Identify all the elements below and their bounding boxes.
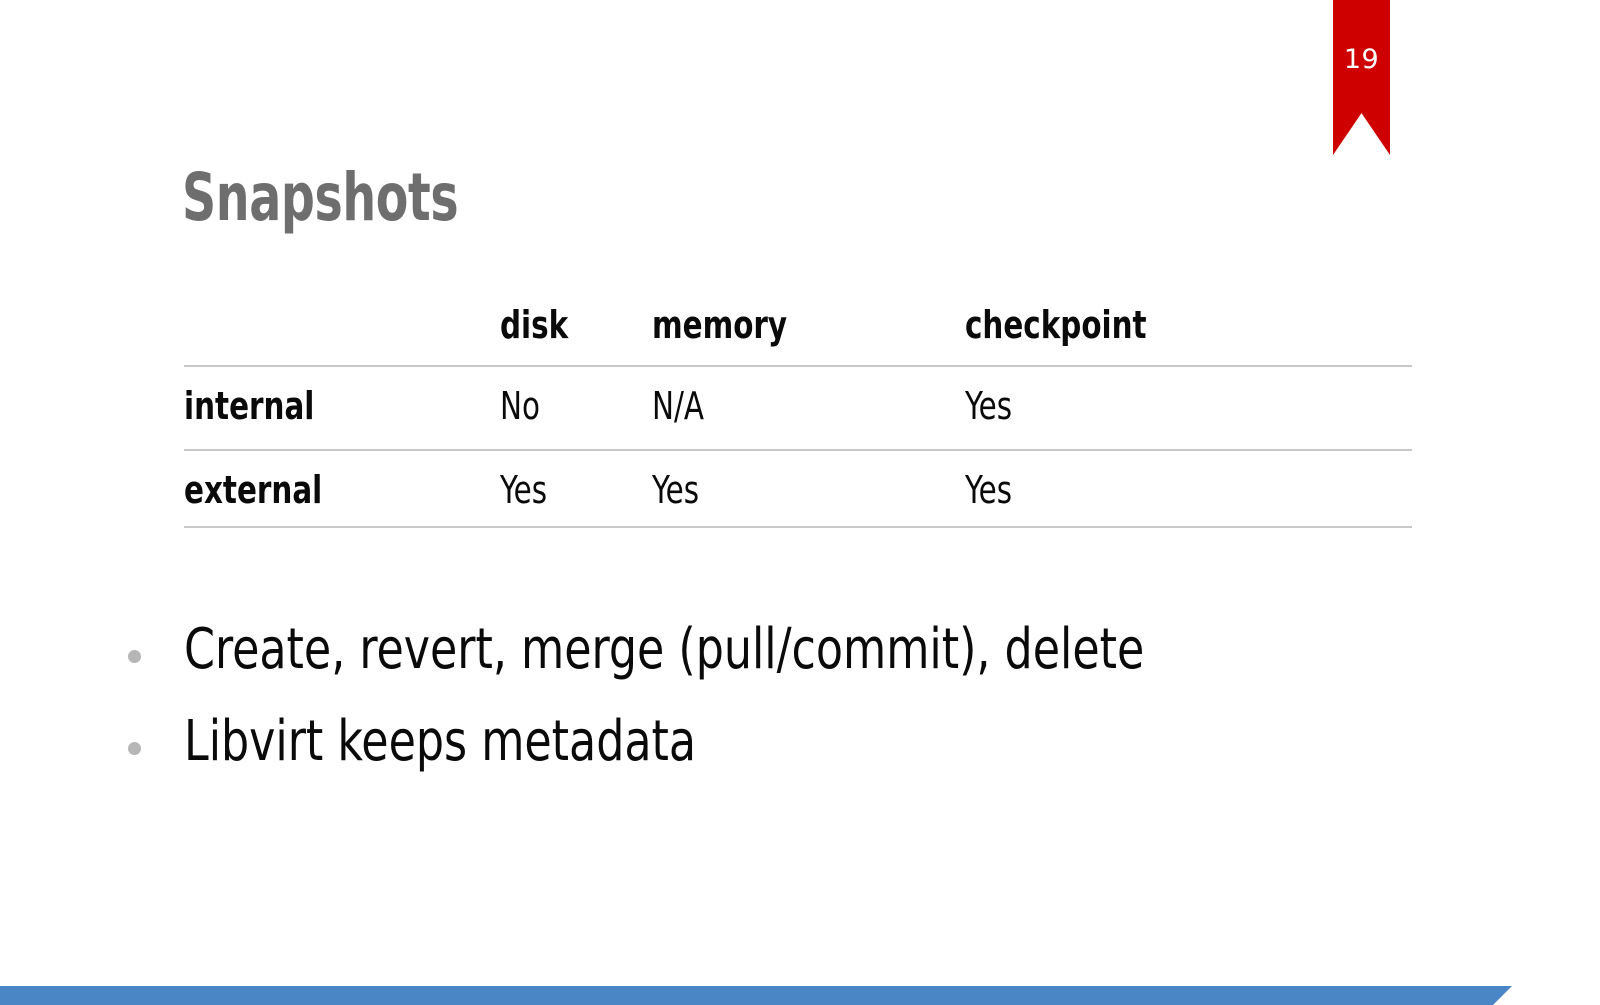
page-title: Snapshots [182,159,459,236]
bullet-dot-icon [128,650,141,663]
table-cell-external-disk: Yes [500,468,548,512]
snapshots-comparison-table: disk memory checkpoint internal No N/A Y… [184,306,1412,533]
table-cell-external-checkpoint: Yes [965,468,1013,512]
table-row: external Yes Yes Yes [184,449,1412,533]
table-rule [184,526,1412,528]
table-rule [184,449,1412,451]
table-header-checkpoint: checkpoint [965,303,1147,347]
table-cell-internal-memory: N/A [652,384,705,428]
bullet-text: Libvirt keeps metadata [184,709,697,774]
table-row-label-internal: internal [184,384,315,428]
table-cell-internal-checkpoint: Yes [965,384,1013,428]
bullet-text: Create, revert, merge (pull/commit), del… [184,617,1145,682]
table-rule [184,365,1412,367]
table-header-disk: disk [500,303,569,347]
table-header-row: disk memory checkpoint [184,303,1412,367]
table-cell-internal-disk: No [500,384,540,428]
table-row-label-external: external [184,468,323,512]
table-header-memory: memory [652,303,788,347]
page-number-ribbon: 19 [1333,0,1390,155]
table-row: internal No N/A Yes [184,365,1412,451]
bullet-dot-icon [128,742,141,755]
table-cell-external-memory: Yes [652,468,700,512]
page-number: 19 [1343,44,1380,75]
footer-accent-bar [0,986,1512,1005]
